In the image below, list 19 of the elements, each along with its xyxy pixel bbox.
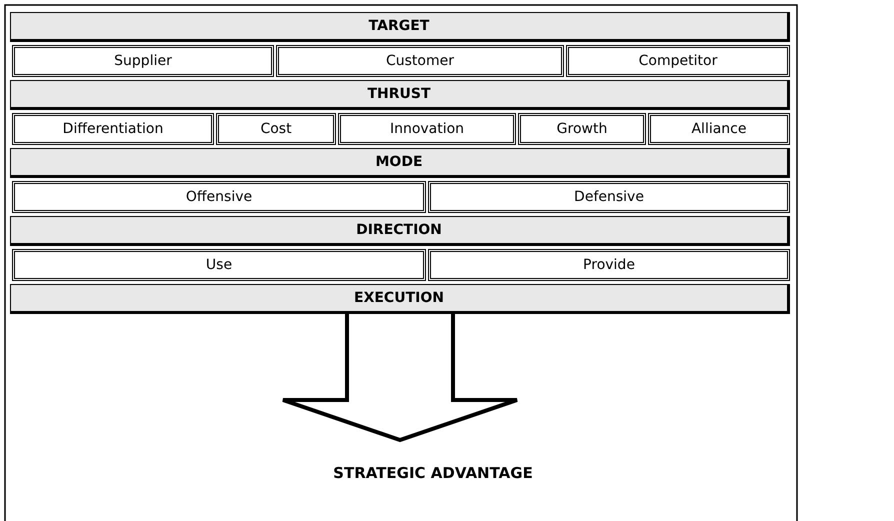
category-cell: Innovation xyxy=(338,113,516,145)
category-cell: Customer xyxy=(276,45,564,77)
category-cell: Offensive xyxy=(12,181,426,213)
category-cell: Use xyxy=(12,249,426,281)
layer-band: MODE xyxy=(10,148,790,178)
category-cell: Supplier xyxy=(12,45,274,77)
category-cell: Alliance xyxy=(648,113,790,145)
layer-band: EXECUTION xyxy=(10,284,790,314)
layer-band: DIRECTION xyxy=(10,216,790,246)
layer-band: TARGET xyxy=(10,12,790,42)
category-cell: Cost xyxy=(216,113,336,145)
block-arrow xyxy=(281,312,519,442)
category-cell: Differentiation xyxy=(12,113,214,145)
category-cell: Competitor xyxy=(566,45,790,77)
category-cell: Provide xyxy=(428,249,790,281)
layer-band: THRUST xyxy=(10,80,790,110)
category-cell: Defensive xyxy=(428,181,790,213)
category-cell: Growth xyxy=(518,113,646,145)
result-text: STRATEGIC ADVANTAGE xyxy=(313,460,553,486)
